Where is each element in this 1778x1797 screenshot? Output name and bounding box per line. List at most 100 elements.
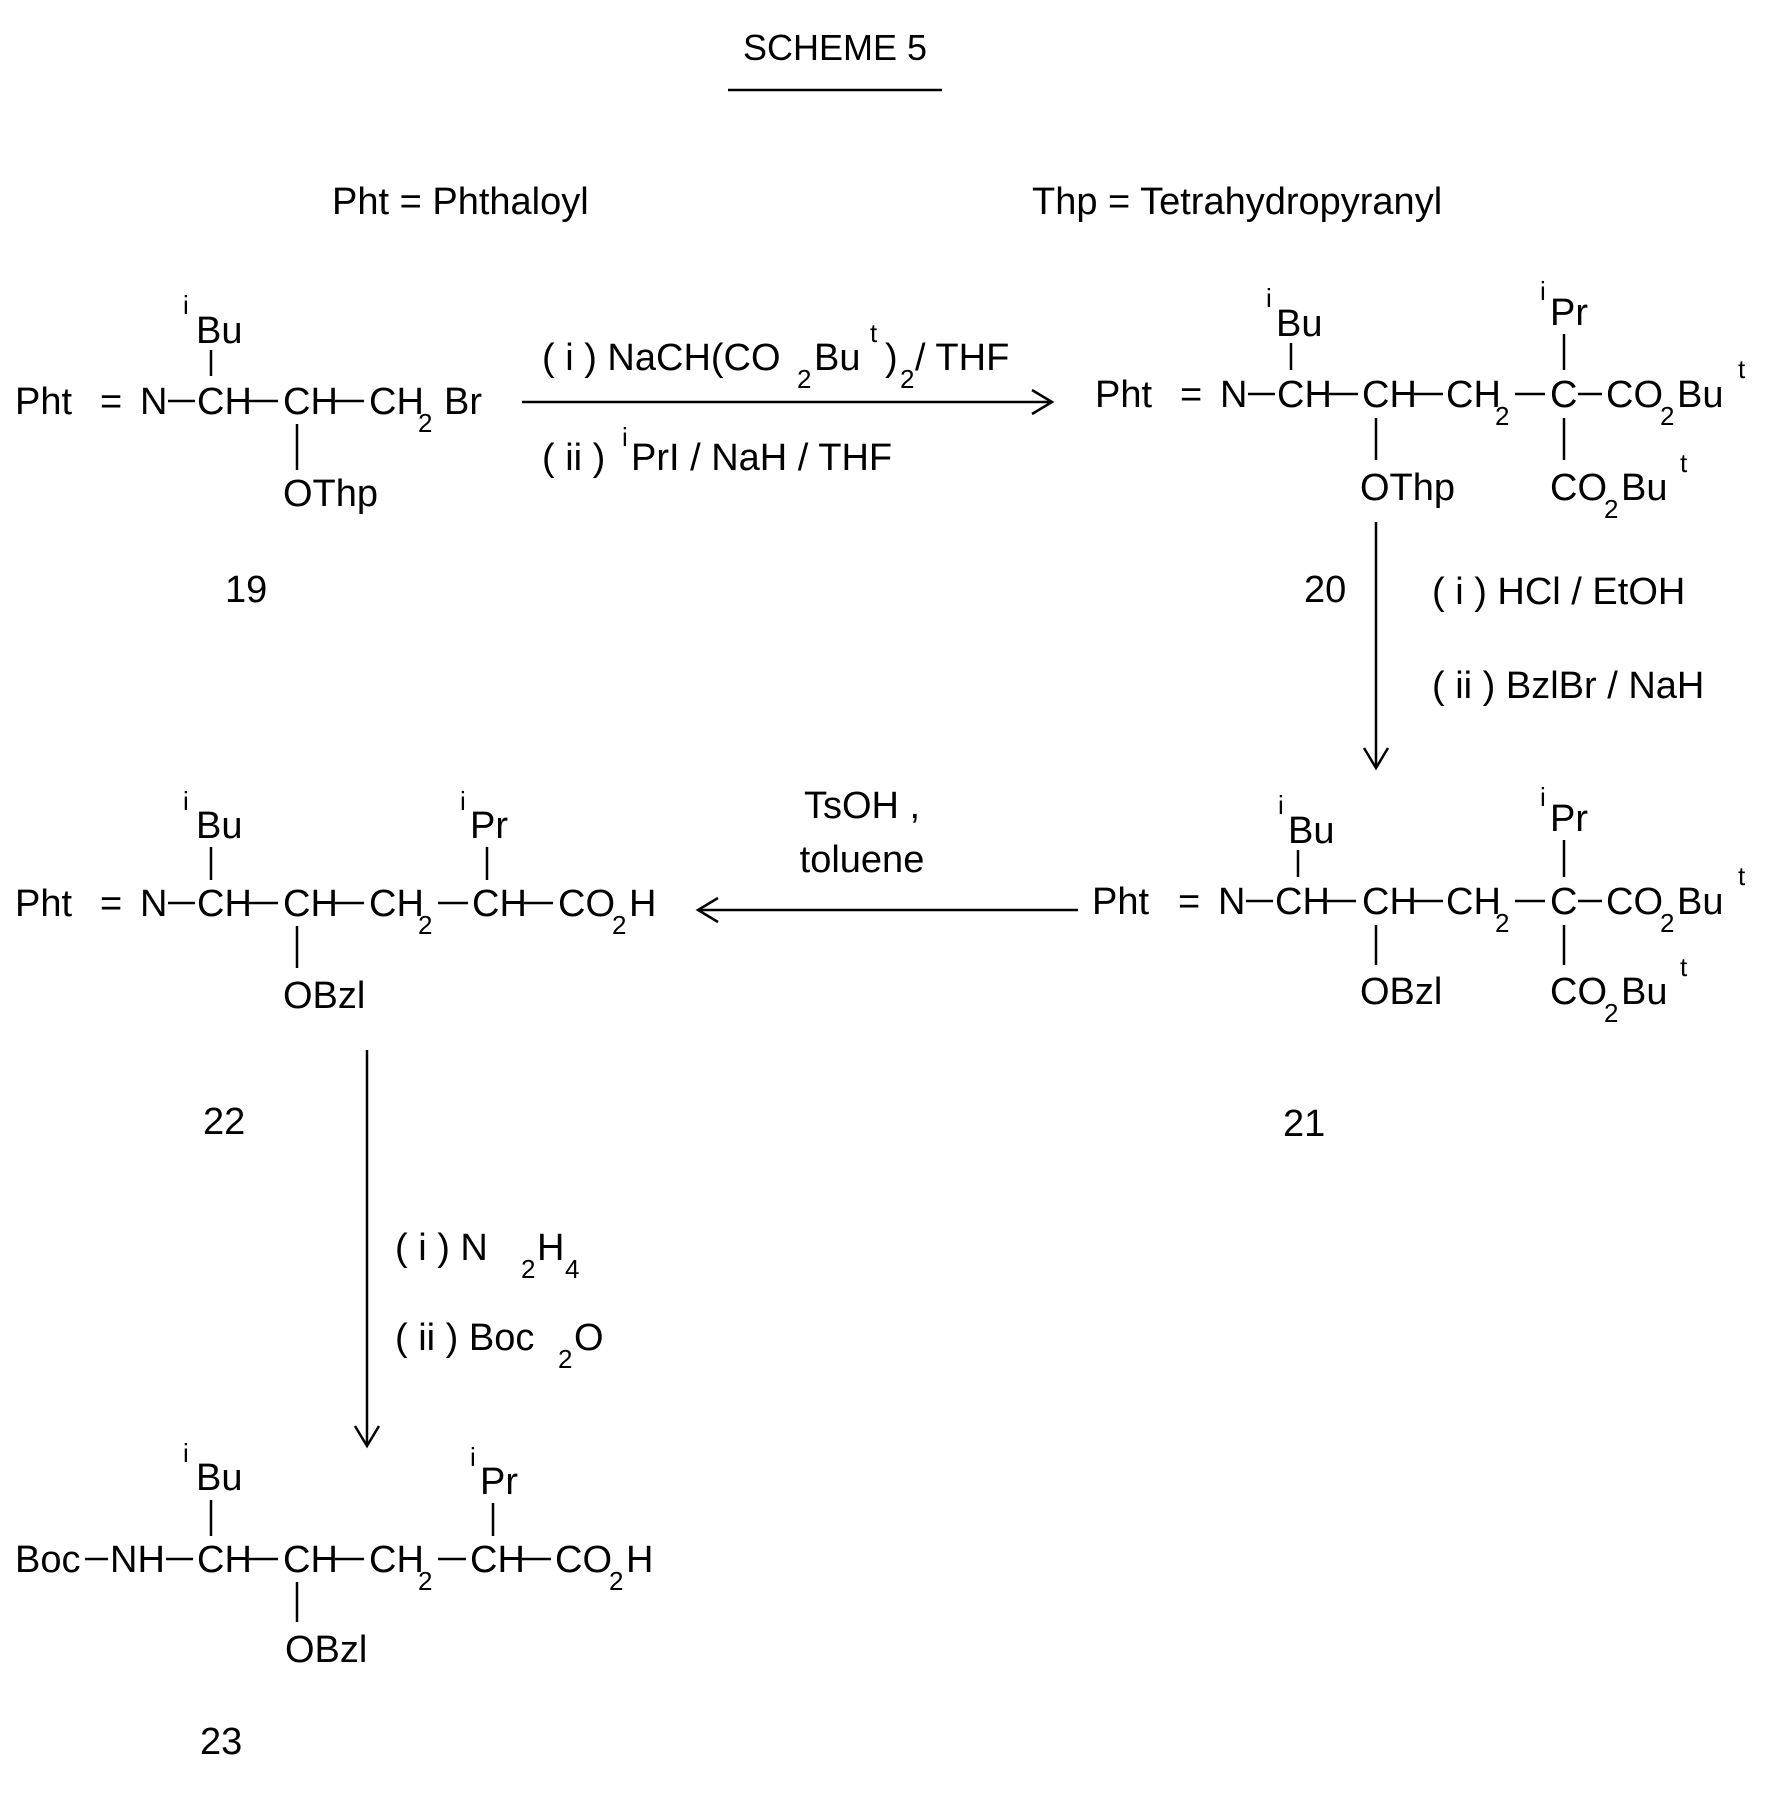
- compound-number: 19: [225, 569, 267, 611]
- subscript: 2: [1604, 494, 1618, 524]
- subscript: 2: [558, 1344, 572, 1374]
- scheme-title: SCHEME 5: [743, 27, 927, 68]
- reagent-text: PrI / NaH / THF: [631, 437, 892, 479]
- ch-group: CH: [1362, 881, 1417, 923]
- ester-group: CO: [1550, 467, 1607, 509]
- reagents-21-to-22: TsOH , toluene: [800, 785, 925, 881]
- reagents-22-to-23: ( i ) N 2 H 4 ( ii ) Boc 2 O: [395, 1227, 604, 1374]
- compound-20: Pht = N CH CH CH 2 C CO 2 Bu t i Bu i Pr…: [1095, 276, 1746, 611]
- reagent-text: ( i ) NaCH(CO: [542, 337, 781, 379]
- compound-22: Pht = N CH CH CH 2 CH CO 2 H i Bu i Pr O…: [15, 786, 656, 1143]
- superscript-i: i: [460, 786, 466, 816]
- isobutyl-group: Bu: [1288, 810, 1334, 852]
- reagent-text: ): [885, 337, 898, 379]
- reaction-arrow-20-to-21: [1364, 522, 1388, 768]
- reagent-text: ( ii ) BzlBr / NaH: [1432, 665, 1704, 707]
- superscript: t: [1680, 448, 1688, 478]
- superscript-i: i: [183, 290, 189, 320]
- superscript-i: i: [470, 1442, 476, 1472]
- reagent-text: toluene: [800, 839, 925, 881]
- ch-group: CH: [1277, 374, 1332, 416]
- ch-group: CH: [472, 883, 527, 925]
- reaction-arrow-21-to-22: [698, 898, 1078, 922]
- subscript: 2: [1604, 998, 1618, 1028]
- superscript: t: [1680, 952, 1688, 982]
- pht-label: Pht: [15, 381, 72, 423]
- reagent-text: ( i ) HCl / EtOH: [1432, 571, 1685, 613]
- superscript-i: i: [1540, 276, 1546, 306]
- boc-group: Boc: [15, 1539, 80, 1581]
- equals-sign: =: [1178, 881, 1200, 923]
- isobutyl-group: Bu: [196, 310, 242, 352]
- reagent-text: / THF: [915, 337, 1009, 379]
- ch-group: CH: [283, 883, 338, 925]
- tert-butyl-group: Bu: [1677, 374, 1723, 416]
- carboxylic-acid: CO: [555, 1539, 612, 1581]
- reagent-text: ( ii ): [542, 437, 605, 479]
- ch2-group: CH: [1446, 374, 1501, 416]
- ch-group: CH: [197, 1539, 252, 1581]
- subscript: 4: [565, 1254, 579, 1284]
- reagents-20-to-21: ( i ) HCl / EtOH ( ii ) BzlBr / NaH: [1432, 571, 1704, 707]
- carboxylic-acid: CO: [558, 883, 615, 925]
- superscript: t: [1738, 354, 1746, 384]
- reagent-text: ( i ) N: [395, 1227, 488, 1269]
- isobutyl-group: Bu: [196, 805, 242, 847]
- pht-label: Pht: [15, 883, 72, 925]
- compound-19: Pht = N CH CH CH 2 Br i Bu OThp 19: [15, 290, 482, 611]
- quaternary-carbon: C: [1550, 881, 1577, 923]
- ch2-group: CH: [369, 381, 424, 423]
- equals-sign: =: [100, 883, 122, 925]
- othp-group: OThp: [283, 473, 378, 515]
- subscript: 2: [1495, 401, 1509, 431]
- equals-sign: =: [1180, 374, 1202, 416]
- quaternary-carbon: C: [1550, 374, 1577, 416]
- definition-thp: Thp = Tetrahydropyranyl: [1032, 181, 1442, 223]
- obzl-group: OBzl: [1360, 971, 1442, 1013]
- subscript: 2: [418, 408, 432, 438]
- ester-group: CO: [1606, 374, 1663, 416]
- superscript-i: i: [1540, 782, 1546, 812]
- superscript: t: [870, 318, 878, 348]
- subscript: 2: [1495, 908, 1509, 938]
- ch-group: CH: [283, 1539, 338, 1581]
- nitrogen-atom: N: [1220, 374, 1247, 416]
- hydrogen-atom: H: [629, 883, 656, 925]
- subscript: 2: [609, 1566, 623, 1596]
- reaction-arrow-19-to-20: [522, 390, 1052, 414]
- nitrogen-atom: N: [140, 883, 167, 925]
- hydrogen-atom: H: [626, 1539, 653, 1581]
- superscript-i: i: [183, 1438, 189, 1468]
- reagents-19-to-20: ( i ) NaCH(CO 2 Bu t ) 2 / THF ( ii ) i …: [542, 318, 1009, 479]
- compound-number: 23: [200, 1721, 242, 1763]
- isopropyl-group: Pr: [470, 805, 508, 847]
- nitrogen-atom: N: [140, 381, 167, 423]
- reagent-text: H: [537, 1227, 564, 1269]
- compound-23: Boc NH CH CH CH 2 CH CO 2 H i Bu i Pr OB…: [15, 1438, 653, 1763]
- subscript: 2: [418, 910, 432, 940]
- subscript: 2: [418, 1566, 432, 1596]
- reagent-text: ( ii ) Boc: [395, 1317, 534, 1359]
- obzl-group: OBzl: [283, 975, 365, 1017]
- definition-pht: Pht = Phthaloyl: [332, 181, 589, 223]
- ch2-group: CH: [369, 1539, 424, 1581]
- tert-butyl-group: Bu: [1621, 971, 1667, 1013]
- compound-21: Pht = N CH CH CH 2 C CO 2 Bu t i Bu i Pr…: [1092, 782, 1746, 1145]
- isobutyl-group: Bu: [196, 1457, 242, 1499]
- subscript: 2: [1660, 908, 1674, 938]
- superscript-i: i: [1266, 283, 1272, 313]
- ch-group: CH: [1362, 374, 1417, 416]
- ch-group: CH: [197, 381, 252, 423]
- subscript: 2: [1660, 401, 1674, 431]
- compound-number: 20: [1304, 569, 1346, 611]
- isopropyl-group: Pr: [480, 1461, 518, 1503]
- ch-group: CH: [283, 381, 338, 423]
- ch-group: CH: [1275, 881, 1330, 923]
- obzl-group: OBzl: [285, 1629, 367, 1671]
- ch2-group: CH: [1446, 881, 1501, 923]
- isobutyl-group: Bu: [1276, 303, 1322, 345]
- subscript: 2: [612, 910, 626, 940]
- compound-number: 22: [203, 1101, 245, 1143]
